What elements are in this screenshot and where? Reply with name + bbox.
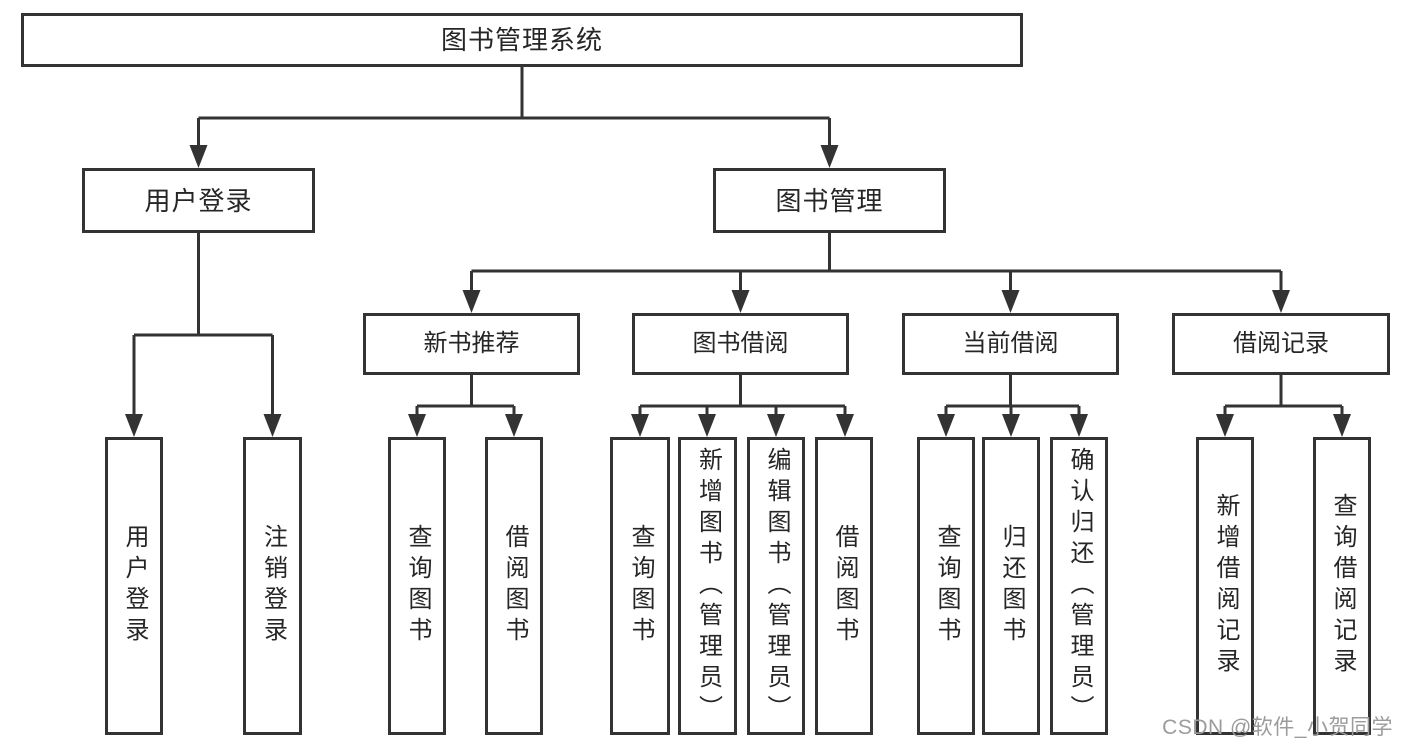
leaf-label: 确认归还（管理员） bbox=[1066, 446, 1093, 726]
leaf-label: 新增图书（管理员） bbox=[694, 446, 722, 726]
leaf-label: 新增借阅记录 bbox=[1212, 493, 1239, 679]
leaf-borrow-borrow-books: 借阅图书 bbox=[815, 437, 873, 735]
leaf-user-login: 用户登录 bbox=[105, 437, 163, 735]
connector-book-borrow-branch bbox=[631, 375, 854, 437]
connector-book-management-branch bbox=[462, 233, 1290, 313]
node-label: 用户登录 bbox=[144, 185, 253, 216]
leaf-borrow-add-books-admin: 新增图书（管理员） bbox=[678, 437, 737, 735]
node-current-borrow: 当前借阅 bbox=[902, 313, 1119, 375]
connector-current-borrow-branch bbox=[937, 375, 1088, 437]
leaf-records-add-borrow-record: 新增借阅记录 bbox=[1196, 437, 1254, 735]
connector-user-login-branch bbox=[125, 233, 282, 437]
leaf-label: 查询图书 bbox=[933, 524, 960, 648]
watermark: CSDN @软件_小贺同学 bbox=[1162, 716, 1393, 739]
node-book-management: 图书管理 bbox=[713, 168, 946, 233]
leaf-label: 查询借阅记录 bbox=[1329, 493, 1356, 679]
leaf-label: 借阅图书 bbox=[501, 524, 528, 648]
connector-borrow-records-branch bbox=[1216, 375, 1351, 437]
node-label: 图书管理系统 bbox=[440, 25, 603, 55]
node-label: 图书借阅 bbox=[692, 330, 789, 357]
leaf-label: 借阅图书 bbox=[831, 524, 858, 648]
node-library-management-system: 图书管理系统 bbox=[21, 13, 1023, 67]
leaf-recommend-borrow-books: 借阅图书 bbox=[485, 437, 543, 735]
node-label: 借阅记录 bbox=[1233, 330, 1329, 357]
leaf-records-query-borrow-record: 查询借阅记录 bbox=[1313, 437, 1371, 735]
leaf-label: 查询图书 bbox=[627, 524, 654, 648]
leaf-borrow-edit-books-admin: 编辑图书（管理员） bbox=[747, 437, 805, 735]
leaf-label: 归还图书 bbox=[998, 524, 1025, 648]
leaf-borrow-query-books: 查询图书 bbox=[610, 437, 670, 735]
leaf-current-confirm-return-admin: 确认归还（管理员） bbox=[1050, 437, 1108, 735]
leaf-label: 查询图书 bbox=[404, 524, 431, 648]
node-label: 图书管理 bbox=[775, 185, 884, 216]
leaf-logout: 注销登录 bbox=[243, 437, 302, 735]
node-borrow-records: 借阅记录 bbox=[1172, 313, 1390, 375]
node-user-login: 用户登录 bbox=[82, 168, 315, 233]
node-new-book-recommend: 新书推荐 bbox=[363, 313, 580, 375]
node-label: 当前借阅 bbox=[962, 330, 1059, 357]
connector-new-book-recommend-branch bbox=[408, 375, 523, 437]
leaf-label: 用户登录 bbox=[121, 524, 148, 648]
leaf-current-return-books: 归还图书 bbox=[982, 437, 1040, 735]
leaf-label: 注销登录 bbox=[259, 524, 287, 648]
leaf-label: 编辑图书（管理员） bbox=[763, 446, 790, 726]
node-label: 新书推荐 bbox=[423, 330, 520, 357]
leaf-current-query-books: 查询图书 bbox=[917, 437, 975, 735]
connector-root-branch bbox=[189, 67, 839, 168]
leaf-recommend-query-books: 查询图书 bbox=[388, 437, 446, 735]
node-book-borrow: 图书借阅 bbox=[632, 313, 849, 375]
